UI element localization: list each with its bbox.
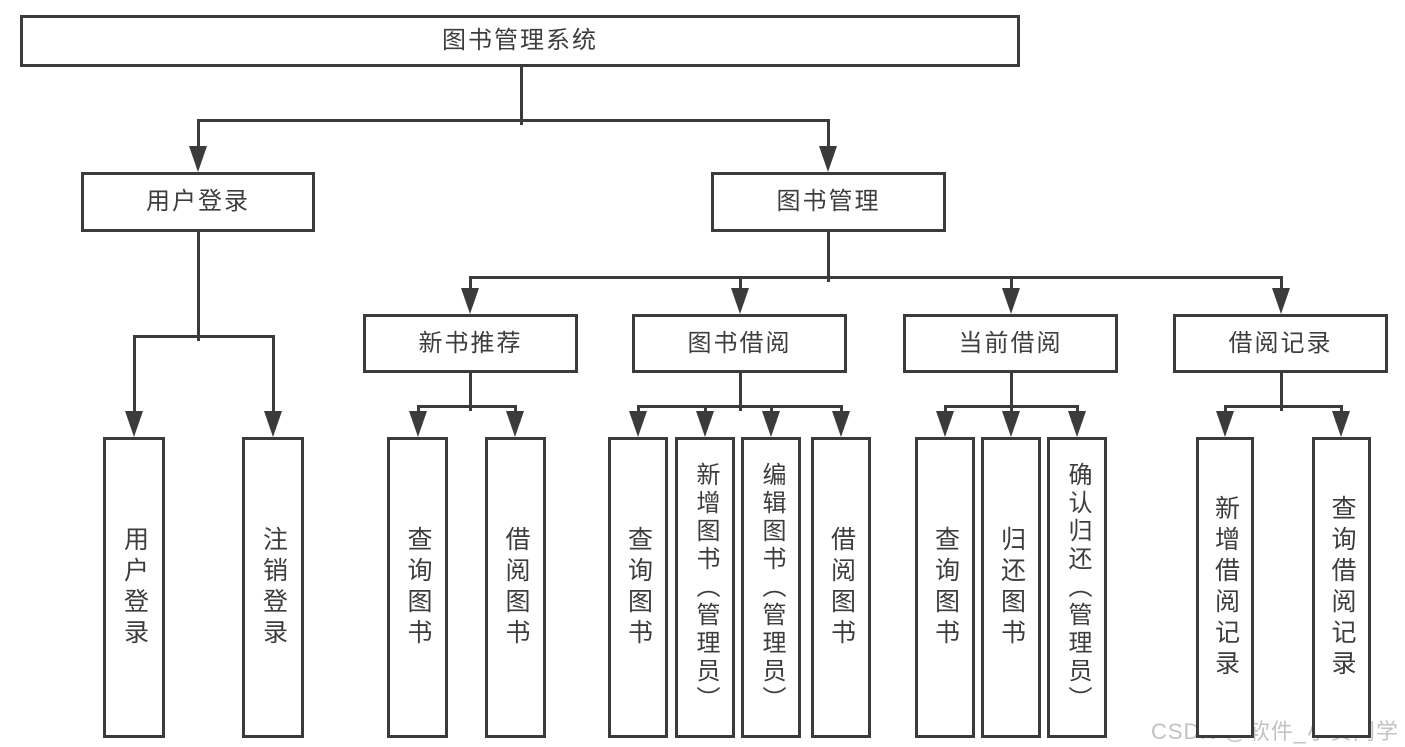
node-leaf-query-books-borrowing: 查询图书: [608, 437, 668, 738]
node-label: 注销登录: [259, 525, 288, 650]
arrowhead-down-icon: [629, 411, 647, 437]
arrowhead-down-icon: [189, 146, 207, 172]
node-label: 查询借阅记录: [1328, 494, 1356, 681]
arrowhead-down-icon: [1002, 411, 1020, 437]
arrowhead-down-icon: [461, 288, 479, 314]
connector-stem: [1279, 371, 1283, 411]
node-label: 图书借阅: [687, 329, 792, 357]
node-label: 用户登录: [146, 188, 250, 215]
arrowhead-down-icon: [125, 411, 143, 437]
node-label: 确认归还（管理员）: [1064, 461, 1091, 714]
arrowhead-down-icon: [1002, 288, 1020, 314]
arrowhead-down-icon: [936, 411, 954, 437]
arrowhead-down-icon: [1332, 411, 1350, 437]
arrowhead-down-icon: [506, 411, 524, 437]
connector-rail: [132, 334, 275, 338]
connector-stem: [826, 230, 830, 282]
connector-drop: [1009, 277, 1013, 294]
node-label: 借阅记录: [1228, 329, 1333, 357]
connector-drop: [468, 277, 472, 294]
node-label: 查询图书: [931, 525, 960, 650]
node-label: 新书推荐: [418, 329, 523, 357]
connector-rail: [416, 404, 517, 408]
connector-drop: [271, 336, 275, 417]
connector-stem: [196, 230, 200, 341]
connector-rail: [636, 404, 843, 408]
node-label: 新增图书（管理员）: [692, 461, 719, 714]
arrowhead-down-icon: [762, 411, 780, 437]
node-label: 编辑图书（管理员）: [758, 461, 785, 714]
connector-rail: [196, 118, 830, 122]
node-leaf-return-book: 归还图书: [981, 437, 1041, 738]
node-leaf-user-login: 用户登录: [103, 437, 165, 738]
node-label: 当前借阅: [958, 329, 1063, 357]
node-leaf-query-books-current: 查询图书: [915, 437, 975, 738]
node-branch-current-borrowing: 当前借阅: [903, 314, 1118, 373]
node-label: 借阅图书: [827, 525, 856, 650]
connector-stem: [468, 371, 472, 411]
arrowhead-down-icon: [832, 411, 850, 437]
arrowhead-down-icon: [731, 288, 749, 314]
node-leaf-add-borrow-record: 新增借阅记录: [1196, 437, 1254, 738]
node-leaf-edit-book-admin: 编辑图书（管理员）: [741, 437, 801, 738]
node-leaf-confirm-return-admin: 确认归还（管理员）: [1047, 437, 1107, 738]
connector-drop: [826, 120, 830, 152]
node-branch-book-borrowing: 图书借阅: [632, 314, 847, 373]
connector-stem: [738, 371, 742, 411]
node-label: 查询图书: [404, 525, 432, 650]
node-label: 图书管理: [776, 188, 881, 215]
node-label: 用户登录: [120, 525, 149, 650]
arrowhead-down-icon: [819, 146, 837, 172]
node-leaf-query-borrow-record: 查询借阅记录: [1312, 437, 1371, 738]
connector-drop: [132, 336, 136, 417]
connector-drop: [196, 120, 200, 152]
arrowhead-down-icon: [696, 411, 714, 437]
node-leaf-borrow-books-newrec: 借阅图书: [485, 437, 546, 738]
node-root: 图书管理系统: [20, 15, 1020, 67]
arrowhead-down-icon: [1068, 411, 1086, 437]
node-leaf-borrow-books-borrowing: 借阅图书: [811, 437, 871, 738]
node-branch-borrowing-records: 借阅记录: [1173, 314, 1388, 373]
node-label: 查询图书: [624, 525, 653, 650]
node-leaf-query-books-newrec: 查询图书: [387, 437, 448, 738]
node-leaf-logout: 注销登录: [242, 437, 304, 738]
node-label: 归还图书: [997, 525, 1026, 650]
node-label: 新增借阅记录: [1211, 494, 1240, 681]
node-branch-user-login: 用户登录: [81, 172, 315, 232]
connector-rail: [468, 275, 1283, 279]
node-leaf-add-book-admin: 新增图书（管理员）: [675, 437, 735, 738]
node-label: 图书管理系统: [442, 27, 598, 54]
connector-rail: [1223, 404, 1343, 408]
connector-drop: [738, 277, 742, 294]
connector-stem: [519, 65, 523, 125]
arrowhead-down-icon: [264, 411, 282, 437]
connector-drop: [1279, 277, 1283, 294]
arrowhead-down-icon: [409, 411, 427, 437]
arrowhead-down-icon: [1272, 288, 1290, 314]
arrowhead-down-icon: [1216, 411, 1234, 437]
connector-stem: [1009, 371, 1013, 411]
node-label: 借阅图书: [502, 525, 530, 650]
node-branch-new-book-recommend: 新书推荐: [363, 314, 578, 373]
node-branch-book-management: 图书管理: [711, 172, 946, 232]
